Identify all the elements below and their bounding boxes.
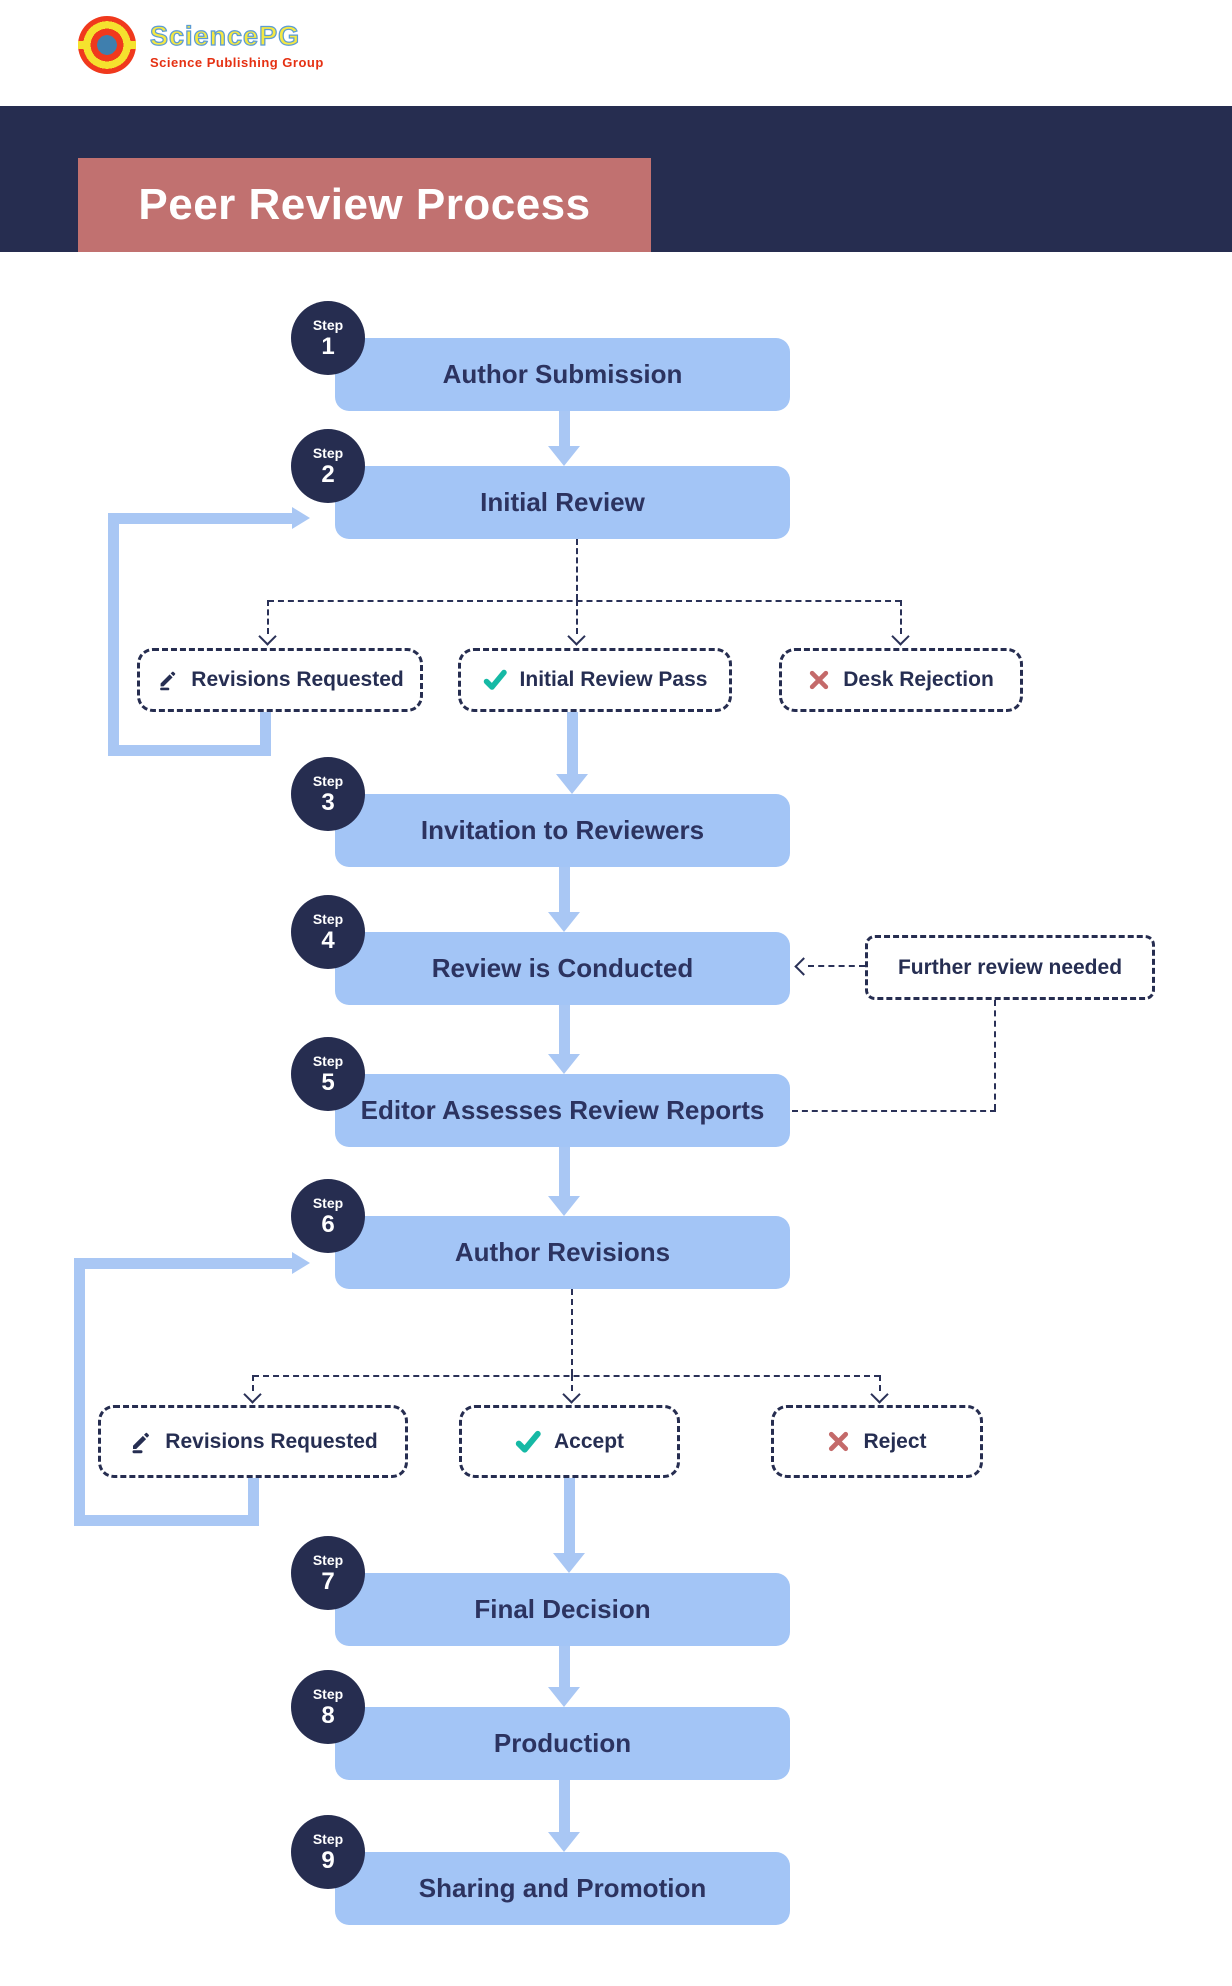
logo: SciencePG Science Publishing Group — [78, 16, 324, 74]
flow-box-sharing-and-promotion: Sharing and Promotion — [335, 1852, 790, 1925]
flow-box-label: Production — [493, 1728, 632, 1758]
further-review-note: Further review needed — [865, 935, 1155, 1000]
flow-box-label: Review is Conducted — [431, 953, 694, 983]
arrowhead-left-icon — [794, 957, 813, 976]
branch-option-label: Revisions Requested — [165, 1429, 378, 1453]
flow-box-author-submission: Author Submission — [335, 338, 790, 411]
branch-option-desk-rejection: Desk Rejection — [779, 648, 1023, 712]
brand-name: SciencePG — [149, 20, 301, 51]
flow-box-label: Author Revisions — [454, 1237, 671, 1267]
check-icon — [483, 669, 507, 690]
flow-box-label: Initial Review — [480, 487, 645, 517]
arrowhead-down-icon — [891, 627, 910, 646]
arrowhead-down-icon — [243, 1385, 262, 1404]
branch-option-label: Revisions Requested — [191, 668, 404, 691]
sciencepg-logo-icon — [78, 16, 136, 74]
branch-option-initial-review-pass: Initial Review Pass — [458, 648, 732, 712]
pen-icon — [132, 1432, 150, 1453]
further-review-label: Further review needed — [897, 955, 1123, 979]
branch-option-label: Reject — [863, 1429, 927, 1453]
flow-box-label: Author Submission — [442, 359, 683, 389]
x-icon — [829, 1431, 849, 1452]
arrowhead-down-icon — [567, 627, 586, 646]
branch-option-label: Desk Rejection — [843, 668, 994, 691]
arrowhead-down-icon — [870, 1385, 889, 1404]
brand-tagline: Science Publishing Group — [150, 54, 324, 70]
flow-box-final-decision: Final Decision — [335, 1573, 790, 1646]
flow-box-label: Editor Assesses Review Reports — [360, 1095, 765, 1125]
flow-box-label: Final Decision — [474, 1594, 651, 1624]
flow-box-author-revisions: Author Revisions — [335, 1216, 790, 1289]
branch-option-revisions-requested-2: Revisions Requested — [98, 1405, 408, 1478]
flow-box-label: Invitation to Reviewers — [420, 815, 705, 845]
arrowhead-down-icon — [562, 1385, 581, 1404]
page-title: Peer Review Process — [138, 180, 591, 229]
flow-box-initial-review: Initial Review — [335, 466, 790, 539]
branch-option-revisions-requested-1: Revisions Requested — [137, 648, 423, 712]
branch-option-label: Initial Review Pass — [519, 668, 708, 691]
title-banner: Peer Review Process — [78, 158, 651, 252]
flow-box-editor-assesses-review-reports: Editor Assesses Review Reports — [335, 1074, 790, 1147]
pen-icon — [160, 671, 176, 691]
check-icon — [515, 1430, 541, 1453]
flow-box-invitation-to-reviewers: Invitation to Reviewers — [335, 794, 790, 867]
arrowhead-down-icon — [258, 627, 277, 646]
branch-option-accept: Accept — [459, 1405, 680, 1478]
branch-option-label: Accept — [553, 1429, 625, 1453]
flow-box-review-is-conducted: Review is Conducted — [335, 932, 790, 1005]
branch-option-reject: Reject — [771, 1405, 983, 1478]
flow-box-production: Production — [335, 1707, 790, 1780]
x-icon — [810, 670, 829, 690]
flow-box-label: Sharing and Promotion — [418, 1873, 707, 1903]
